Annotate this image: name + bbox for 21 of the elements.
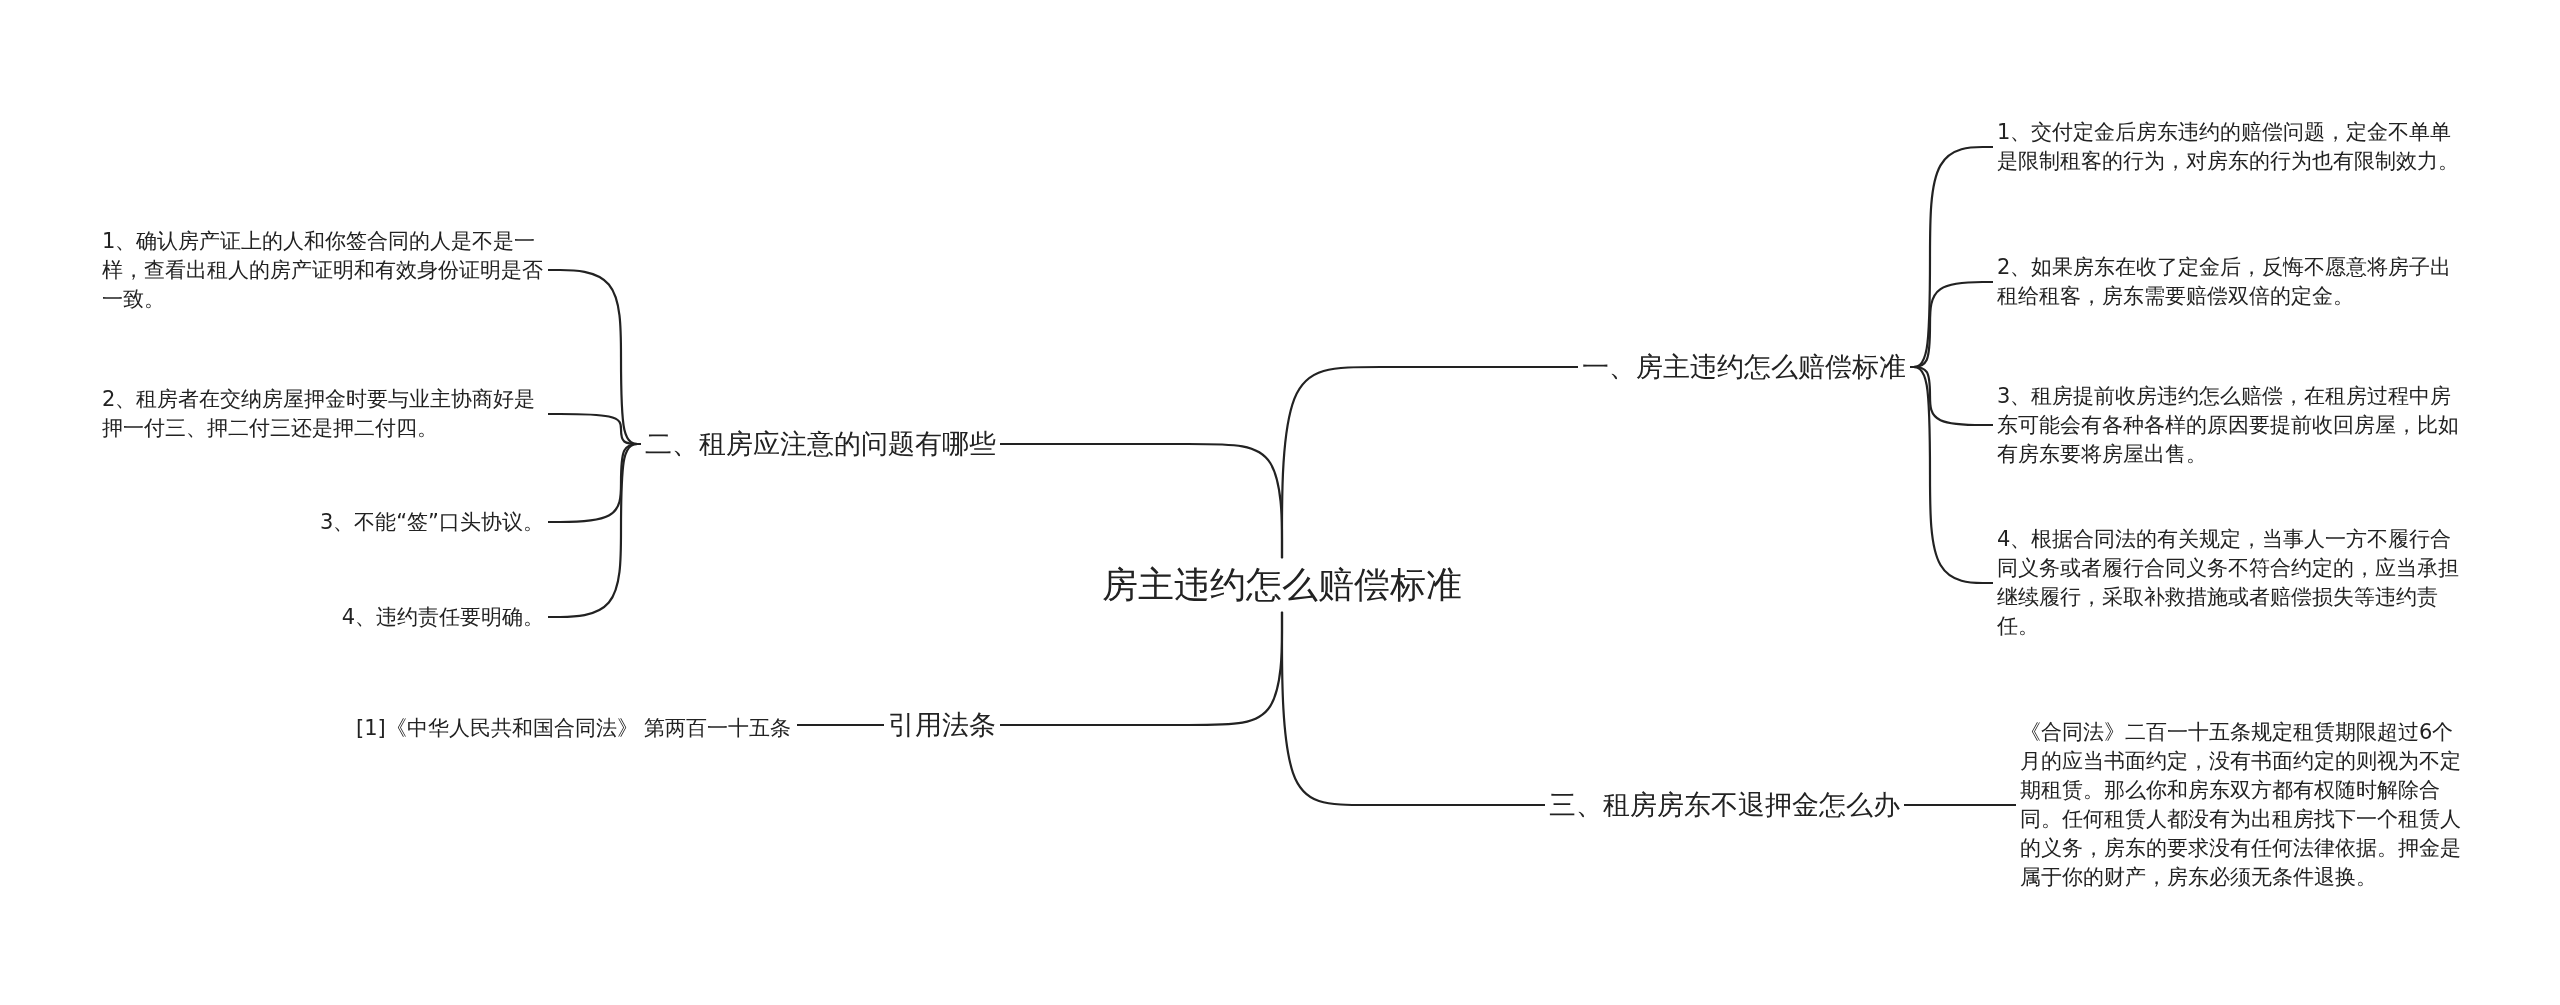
- topic-note: 2、租房者在交纳房屋押金时要与业主协商好是押一付三、押二付三还是押二付四。: [98, 383, 548, 445]
- branch-topic: 一、房主违约怎么赔偿标准: [1578, 346, 1910, 388]
- topic-note: 4、根据合同法的有关规定，当事人一方不履行合同义务或者履行合同义务不符合约定的，应当承担继续履行，采取补救措施或者赔偿损失等违约责任。: [1993, 523, 2463, 643]
- brace-line: [548, 442, 641, 619]
- topic-note: 3、不能“签”口头协议。: [315, 505, 548, 539]
- topic-note: 1、确认房产证上的人和你签合同的人是不是一样，查看出租人的房产证明和有效身份证明是否一致。: [98, 224, 548, 316]
- branch-connector: [1000, 611, 1284, 727]
- central-topic: 房主违约怎么赔偿标准: [1098, 558, 1466, 612]
- topic-note: 4、违约责任要明确。: [337, 600, 548, 634]
- branch-topic: 引用法条: [884, 704, 1000, 746]
- topic-note: 1、交付定金后房东违约的赔偿问题，定金不单单是限制租客的行为，对房东的行为也有限制效力。: [1993, 116, 2463, 178]
- brace-line: [1904, 803, 2016, 807]
- brace-line: [797, 723, 884, 727]
- topic-note: 《合同法》二百一十五条规定租赁期限超过6个月的应当书面约定，没有书面约定的则视为不定期租赁。那么你和房东双方都有权随时解除合同。任何租赁人都没有为出租房找下一个租赁人的义务，房东的要求没有任何法律依据。押金是属于你的财产，房东必须无条件退换。: [2016, 716, 2471, 894]
- topic-note: [1]《中华人民共和国合同法》 第两百一十五条: [352, 711, 797, 745]
- branch-topic: 二、租房应注意的问题有哪些: [641, 423, 1000, 465]
- topic-note: 2、如果房东在收了定金后，反悔不愿意将房子出租给租客，房东需要赔偿双倍的定金。: [1993, 251, 2463, 313]
- branch-topic: 三、租房房东不退押金怎么办: [1545, 784, 1904, 826]
- topic-note: 3、租房提前收房违约怎么赔偿，在租房过程中房东可能会有各种各样的原因要提前收回房屋，比如有房东要将房屋出售。: [1993, 379, 2463, 471]
- branch-connector: [1000, 442, 1284, 559]
- brace-line: [1910, 365, 1993, 585]
